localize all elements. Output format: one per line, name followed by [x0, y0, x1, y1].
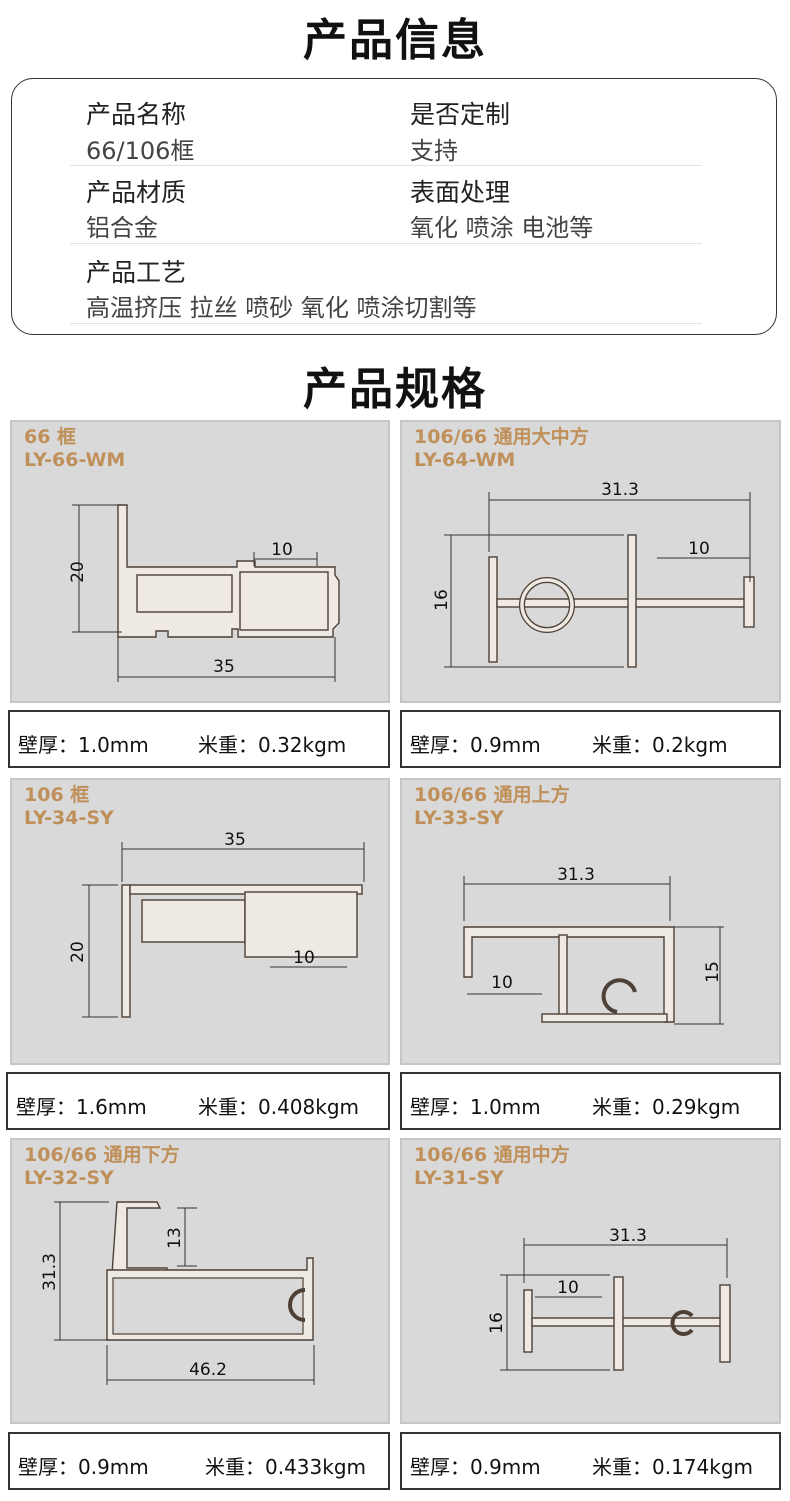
product-code: LY-33-SY	[414, 807, 504, 829]
dim-inner-height: 13	[165, 1227, 185, 1249]
profile-drawing: 31.3 16 10	[432, 480, 755, 668]
dim-width: 35	[213, 657, 235, 677]
info-label-surface: 表面处理	[410, 178, 511, 207]
meter-weight: 米重：0.433kgm	[205, 1455, 367, 1479]
dim-height: 15	[703, 961, 723, 983]
dim-gap: 10	[293, 948, 315, 968]
info-heading: 产品信息	[303, 15, 487, 66]
dim-width: 31.3	[609, 1226, 647, 1246]
info-value-material: 铝合金	[86, 214, 158, 242]
divider	[70, 323, 702, 324]
dim-width: 35	[224, 830, 246, 850]
spec-box: 壁厚：1.0mm 米重：0.29kgm	[400, 1072, 781, 1130]
wall-thickness: 壁厚：1.0mm	[410, 1095, 541, 1119]
dim-gap: 10	[271, 540, 293, 560]
wall-thickness: 壁厚：1.6mm	[16, 1095, 147, 1119]
meter-weight: 米重：0.29kgm	[592, 1095, 741, 1119]
dim-height: 16	[487, 1312, 507, 1334]
info-label-custom: 是否定制	[410, 100, 511, 129]
profile-drawing: 31.3 15 10	[463, 865, 724, 1025]
wall-thickness: 壁厚：0.9mm	[410, 1455, 541, 1479]
product-name: 106/66 通用中方	[414, 1144, 570, 1166]
info-value-surface: 氧化 喷涂 电池等	[410, 214, 594, 242]
dim-height: 31.3	[40, 1253, 60, 1291]
dim-width: 31.3	[557, 865, 595, 885]
info-label-material: 产品材质	[86, 178, 187, 207]
meter-weight: 米重：0.32kgm	[198, 733, 347, 757]
dim-width: 31.3	[601, 480, 639, 500]
meter-weight: 米重：0.2kgm	[592, 733, 728, 757]
spec-box: 壁厚：0.9mm 米重：0.433kgm	[8, 1432, 390, 1490]
profile-drawing: 35 20 10	[68, 830, 365, 1018]
profile-drawing: 31.3 13 46.2	[40, 1201, 315, 1385]
info-value-name: 66/106框	[86, 137, 195, 165]
info-label-process: 产品工艺	[86, 258, 187, 287]
divider	[70, 243, 702, 244]
dim-gap: 10	[557, 1278, 579, 1298]
product-code: LY-64-WM	[414, 449, 516, 471]
info-label-name: 产品名称	[86, 100, 187, 129]
divider	[70, 165, 702, 166]
product-name: 106/66 通用大中方	[414, 426, 589, 448]
wall-thickness: 壁厚：1.0mm	[18, 733, 149, 757]
product-code: LY-66-WM	[24, 449, 126, 471]
product-name: 106/66 通用下方	[24, 1144, 180, 1166]
product-name: 106/66 通用上方	[414, 784, 570, 806]
product-name: 66 框	[24, 426, 77, 448]
product-info-box	[11, 78, 777, 335]
dim-gap: 10	[688, 539, 710, 559]
spec-box: 壁厚：1.6mm 米重：0.408kgm	[6, 1072, 390, 1130]
info-value-process: 高温挤压 拉丝 喷砂 氧化 喷涂切割等	[86, 294, 477, 322]
spec-box: 壁厚：1.0mm 米重：0.32kgm	[8, 710, 390, 768]
meter-weight: 米重：0.408kgm	[198, 1095, 360, 1119]
product-code: LY-32-SY	[24, 1167, 114, 1189]
dim-height: 16	[432, 589, 452, 611]
wall-thickness: 壁厚：0.9mm	[410, 733, 541, 757]
product-code: LY-31-SY	[414, 1167, 504, 1189]
profile-drawing: 31.3 16 10	[487, 1226, 731, 1371]
spec-box: 壁厚：0.9mm 米重：0.174kgm	[400, 1432, 781, 1490]
dim-gap: 10	[491, 973, 513, 993]
info-value-custom: 支持	[410, 137, 458, 165]
meter-weight: 米重：0.174kgm	[592, 1455, 754, 1479]
dim-height: 20	[68, 561, 88, 583]
wall-thickness: 壁厚：0.9mm	[18, 1455, 149, 1479]
dim-height: 20	[68, 941, 88, 963]
spec-box: 壁厚：0.9mm 米重：0.2kgm	[400, 710, 781, 768]
product-code: LY-34-SY	[24, 807, 114, 829]
spec-heading: 产品规格	[303, 364, 487, 415]
dim-width: 46.2	[189, 1360, 227, 1380]
product-name: 106 框	[24, 784, 90, 806]
profile-drawing: 20 10 35	[68, 504, 340, 682]
